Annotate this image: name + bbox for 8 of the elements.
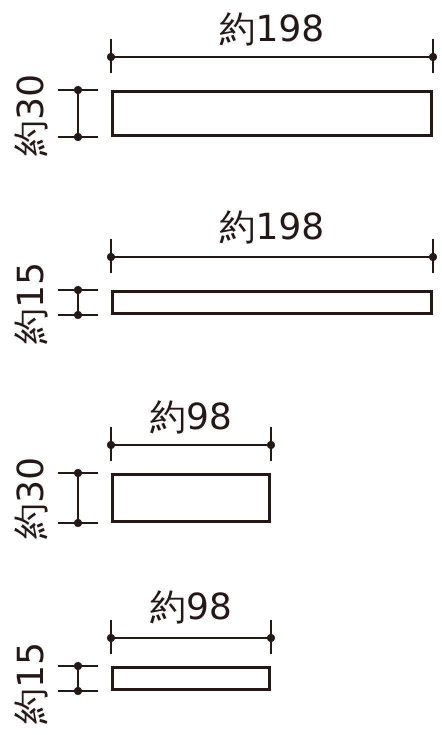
dimension-label: 約198 — [220, 210, 324, 246]
dimension-label: 約30 — [14, 457, 50, 539]
dimension-label: 約30 — [14, 74, 50, 156]
dimension-label: 約198 — [220, 12, 324, 48]
dimension-label: 約15 — [14, 642, 50, 724]
dimension-label: 約98 — [150, 590, 232, 626]
dimension-label: 約15 — [14, 262, 50, 344]
dimension-label: 約98 — [150, 400, 232, 436]
